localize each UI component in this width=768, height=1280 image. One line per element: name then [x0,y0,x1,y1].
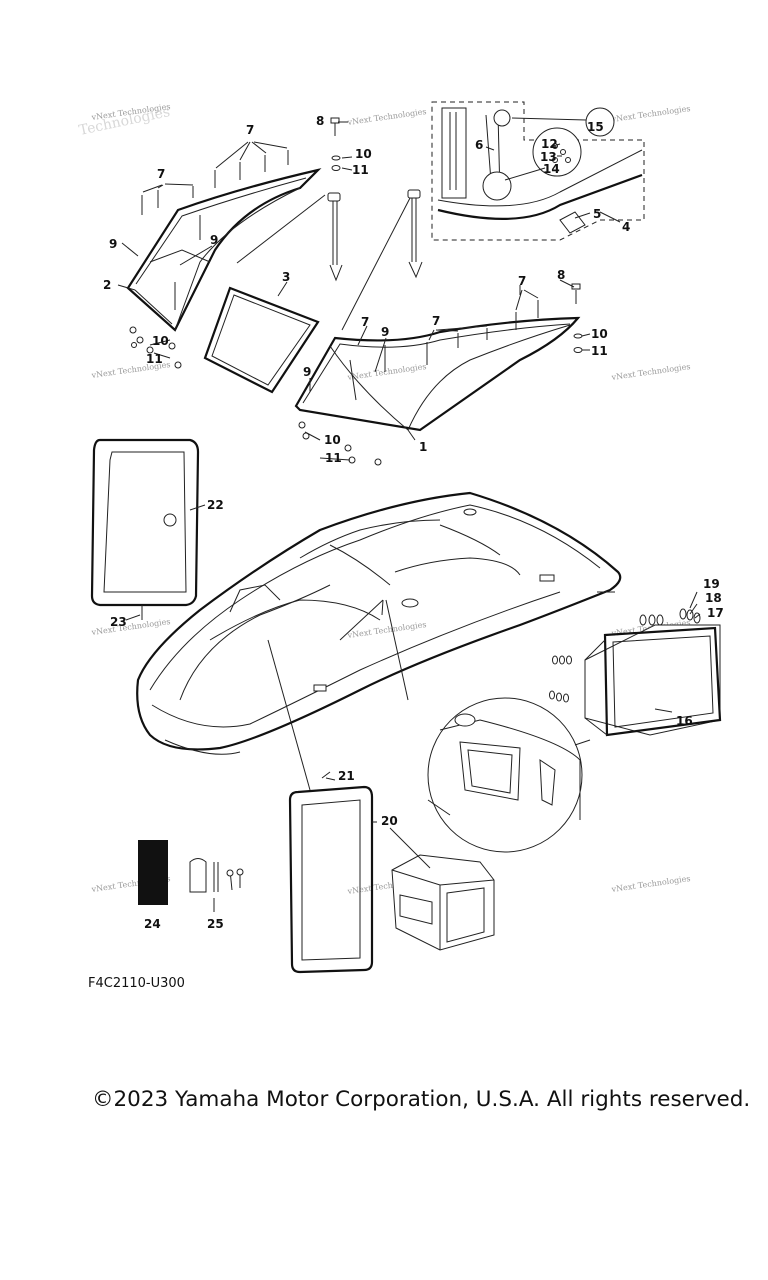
callout-8-right: 8 [557,268,565,282]
storage-box-part [549,608,722,737]
callout-12: 12 [541,137,558,151]
callout-3: 3 [282,270,290,284]
leader-lines [117,121,701,912]
watermarks: Technologies vNext Technologies vNext Te… [78,102,691,896]
callout-14: 14 [543,162,560,176]
callout-24: 24 [144,917,161,931]
callout-25: 25 [207,917,224,931]
watermark: vNext Technologies [346,362,427,382]
callout-2: 2 [103,278,111,292]
hardware-fasteners [298,117,583,466]
manual-pouch-part [138,840,168,905]
callout-18: 18 [705,591,722,605]
callout-7-mid: 7 [361,315,369,329]
callout-13: 13 [540,150,557,164]
callout-labels: 1 2 3 4 5 6 7 7 7 7 7 8 8 9 9 9 9 10 10 … [103,114,724,931]
callout-9-upper: 9 [210,233,218,247]
watermark: vNext Technologies [610,104,691,124]
callout-6: 6 [475,138,483,152]
callout-11-top: 11 [352,163,369,177]
callout-7-center: 7 [432,314,440,328]
watermark: vNext Technologies [610,874,691,894]
copyright-notice: ©2023 Yamaha Motor Corporation, U.S.A. A… [92,1087,751,1112]
callout-7-left: 7 [157,167,165,181]
watermark: vNext Technologies [90,617,171,637]
callout-9-lower: 9 [303,365,311,379]
diagram-code: F4C2110-U300 [88,976,185,991]
callout-7-right: 7 [518,274,526,288]
callout-1: 1 [419,440,427,454]
callout-10-top: 10 [355,147,372,161]
callout-10-right: 10 [591,327,608,341]
callout-22: 22 [207,498,224,512]
callout-11-bottom: 11 [325,451,342,465]
callout-23: 23 [110,615,127,629]
callout-11-right: 11 [591,344,608,358]
pins-group-7-left [141,141,289,215]
storage-box-small-part [391,854,495,951]
detail-magnifier-circle [427,697,591,853]
callout-19: 19 [703,577,720,591]
access-hatch-panel-part [90,438,200,620]
callout-7-top: 7 [246,123,254,137]
callout-11-left: 11 [146,352,163,366]
boat-hull-part [136,491,622,755]
callout-17: 17 [707,606,724,620]
callout-5: 5 [593,207,601,221]
callout-16: 16 [676,714,693,728]
callout-9-mid: 9 [381,325,389,339]
callout-15: 15 [587,120,604,134]
watermark: vNext Technologies [346,107,427,127]
callout-20: 20 [381,814,398,828]
window-frame-part [203,286,320,394]
support-struts [236,189,423,331]
tool-kit-part [189,858,244,893]
callout-9-left: 9 [109,237,117,251]
door-panel-part [267,639,374,974]
windshield-main-part [294,289,581,432]
detail-inset-top-right [431,101,645,241]
watermark: vNext Technologies [610,362,691,382]
callout-8-top: 8 [316,114,324,128]
callout-4: 4 [622,220,630,234]
callout-21: 21 [338,769,355,783]
windshield-left-part [126,168,322,369]
callout-10-bottom: 10 [324,433,341,447]
callout-10-left: 10 [152,334,169,348]
